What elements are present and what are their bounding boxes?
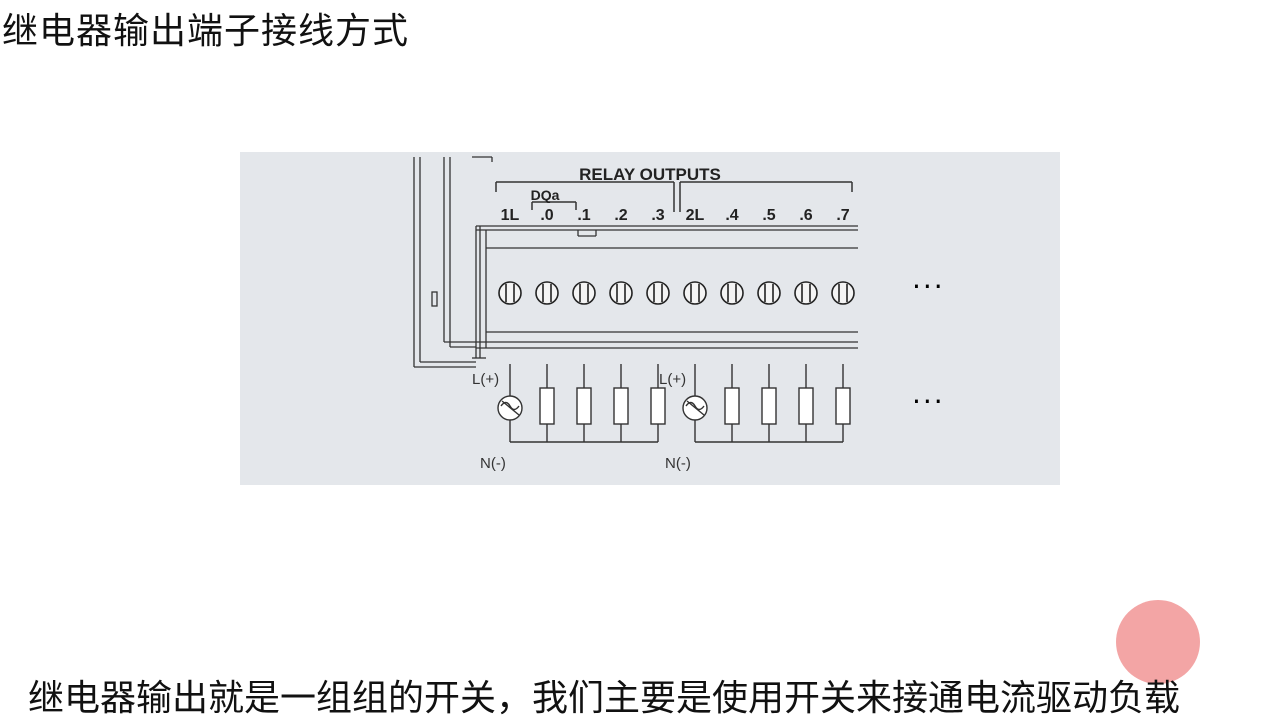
video-subtitle: 继电器输出就是一组组的开关，我们主要是使用开关来接通电流驱动负载 xyxy=(28,678,1181,719)
wiring-group-2 xyxy=(682,364,851,443)
screw-terminal xyxy=(720,281,744,305)
relay-outputs-label: RELAY OUTPUTS xyxy=(579,165,721,184)
wiring-group-1 xyxy=(497,364,666,443)
load-resistor xyxy=(650,387,666,425)
supply-label: L(+) xyxy=(472,371,499,388)
terminal-label: .1 xyxy=(577,207,590,224)
wiring-diagram-svg: RELAY OUTPUTS DQa 1L .0 .1 .2 .3 2L .4 .… xyxy=(413,156,858,472)
module-housing xyxy=(413,156,493,368)
terminal-label: .4 xyxy=(725,207,738,224)
load-resistor xyxy=(613,387,629,425)
load-resistor xyxy=(724,387,740,425)
terminal-label: .5 xyxy=(762,207,775,224)
terminal-label: .6 xyxy=(799,207,812,224)
screw-terminal xyxy=(831,281,855,305)
dqa-label: DQa xyxy=(531,187,560,203)
power-source-symbol xyxy=(682,395,708,421)
screw-terminal xyxy=(646,281,670,305)
continuation-ellipsis-bottom: ··· xyxy=(912,385,945,418)
screw-terminal xyxy=(794,281,818,305)
neutral-label: N(-) xyxy=(665,455,691,472)
screw-terminal xyxy=(683,281,707,305)
wiring-diagram: RELAY OUTPUTS DQa 1L .0 .1 .2 .3 2L .4 .… xyxy=(240,152,1060,485)
terminal-label: 1L xyxy=(501,207,520,224)
load-resistor xyxy=(798,387,814,425)
cursor-highlight xyxy=(1116,600,1200,684)
terminal-label: .7 xyxy=(836,207,849,224)
load-resistor xyxy=(539,387,555,425)
continuation-ellipsis-top: ··· xyxy=(912,270,945,303)
screw-terminal xyxy=(498,281,522,305)
terminal-label: .2 xyxy=(614,207,627,224)
neutral-label: N(-) xyxy=(480,455,506,472)
terminal-label: .3 xyxy=(651,207,664,224)
screw-terminal xyxy=(757,281,781,305)
terminal-label: .0 xyxy=(540,207,553,224)
header-brackets xyxy=(495,181,853,212)
load-resistor xyxy=(835,387,851,425)
screw-terminals xyxy=(498,281,855,305)
terminal-strip xyxy=(472,225,858,359)
slide-title: 继电器输出端子接线方式 xyxy=(2,11,410,52)
screw-terminal xyxy=(609,281,633,305)
load-resistor xyxy=(576,387,592,425)
load-resistor xyxy=(761,387,777,425)
power-source-symbol xyxy=(497,395,523,421)
screw-terminal xyxy=(572,281,596,305)
screw-terminal xyxy=(535,281,559,305)
supply-label: L(+) xyxy=(659,371,686,388)
terminal-label: 2L xyxy=(686,207,705,224)
